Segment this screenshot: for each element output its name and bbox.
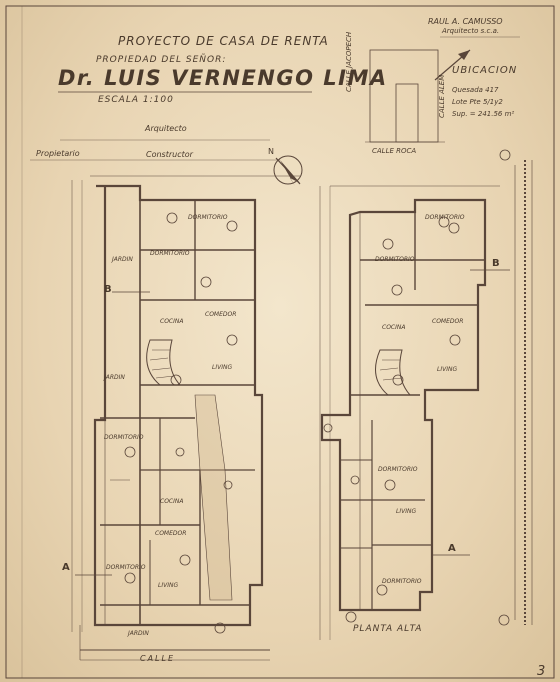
right-room-living-1: LIVING	[437, 366, 458, 373]
location-area: Sup. = 241.56 m²	[452, 110, 515, 118]
north-arrow-icon	[273, 155, 303, 186]
left-room-comedor-1: COMEDOR	[205, 311, 237, 318]
location-lot: Lote Pte 5/1y2	[452, 98, 503, 106]
right-room-dormitorio-3: DORMITORIO	[378, 466, 418, 473]
architect-label: Arquitecto	[145, 124, 187, 133]
right-room-dormitorio-2: DORMITORIO	[375, 256, 415, 263]
owner-label: Propietario	[36, 149, 80, 158]
left-room-dormitorio-1: DORMITORIO	[188, 214, 228, 221]
right-room-comedor: COMEDOR	[432, 318, 464, 325]
left-room-living-2: LIVING	[158, 582, 179, 589]
location-street-left: CALLE JACOPECH	[345, 31, 353, 92]
right-room-cocina: COCINA	[382, 324, 406, 331]
location-street: Quesada 417	[452, 86, 499, 94]
left-room-cocina-1: COCINA	[160, 318, 184, 325]
sheet-border	[5, 5, 555, 679]
location-street-right: CALLE ALEM	[438, 74, 446, 118]
right-room-dormitorio-4: DORMITORIO	[382, 578, 422, 585]
scale-label: ESCALA 1:100	[98, 95, 174, 105]
left-room-cocina-2: COCINA	[160, 498, 184, 505]
architect-name: RAUL A. CAMUSSO	[428, 17, 503, 26]
right-floor-plan	[320, 198, 510, 623]
north-letter: N	[268, 147, 274, 156]
left-garden-3: JARDIN	[128, 630, 149, 637]
left-garden-2: JARDIN	[104, 374, 125, 381]
left-room-dormitorio-3: DORMITORIO	[104, 434, 144, 441]
builder-label: Constructor	[146, 150, 193, 159]
architect-title: Arquitecto s.c.a.	[442, 27, 500, 35]
left-room-living-1: LIVING	[212, 364, 233, 371]
left-room-dormitorio-4: DORMITORIO	[106, 564, 146, 571]
street-label: CALLE	[140, 654, 176, 663]
right-room-living-2: LIVING	[396, 508, 417, 515]
right-room-dormitorio-1: DORMITORIO	[425, 214, 465, 221]
right-section-a: A	[448, 543, 456, 554]
left-garden-1: JARDIN	[112, 256, 133, 263]
left-floor-plan	[71, 180, 270, 661]
location-street-bottom: CALLE ROCA	[372, 147, 417, 155]
left-room-comedor-2: COMEDOR	[155, 530, 187, 537]
left-section-b: B	[104, 284, 112, 295]
page-number: 3	[537, 664, 546, 679]
left-room-dormitorio-2: DORMITORIO	[150, 250, 190, 257]
right-section-b: B	[492, 258, 500, 269]
location-title: UBICACION	[452, 65, 518, 76]
owner-caption: PROPIEDAD DEL SEÑOR:	[96, 55, 227, 65]
project-title: PROYECTO DE CASA DE RENTA	[118, 34, 329, 48]
boundary-lines	[90, 149, 533, 640]
owner-name: Dr. LUIS VERNENGO LIMA	[58, 66, 388, 90]
left-section-a: A	[62, 562, 70, 573]
plan-name-planta-alta: PLANTA ALTA	[353, 624, 423, 634]
location-sketch	[365, 36, 520, 143]
